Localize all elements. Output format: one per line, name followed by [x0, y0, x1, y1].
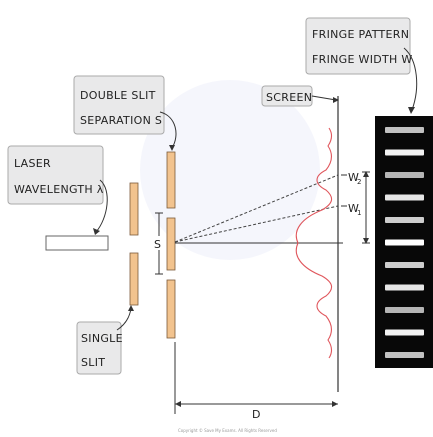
double-slit-callout: DOUBLE SLIT SEPARATION S: [73, 75, 177, 151]
single-slit-label-line1: SINGLE: [81, 332, 123, 345]
laser-label-line1: LASER: [14, 157, 51, 170]
w1-symbol: W: [348, 202, 359, 215]
single-slit-barrier: [129, 182, 139, 306]
bright-fringe: [385, 307, 424, 313]
bright-fringe: [385, 127, 424, 133]
w2-subscript: 2: [357, 178, 361, 186]
fringe-arrow: [403, 47, 418, 111]
watermark-logo: [140, 80, 320, 260]
bright-fringe: [385, 329, 424, 336]
double-slit-arrowhead: [169, 145, 175, 151]
double-slit-bottom-block: [166, 279, 176, 339]
fringe-callout: FRINGE PATTERN FRINGE WIDTH W: [305, 17, 418, 114]
ray-lines: [174, 174, 339, 243]
double-slit-middle-block: [166, 217, 176, 271]
bright-fringe: [385, 194, 424, 201]
w2-marker: W 2: [341, 171, 361, 186]
bright-fringe: [385, 284, 424, 291]
single-slit-lower-block: [129, 252, 139, 306]
bright-fringe: [385, 262, 424, 268]
bright-fringe: [385, 239, 424, 246]
bright-fringe: [385, 352, 424, 358]
distance-marker: D: [174, 342, 338, 421]
double-slit-top-block: [166, 151, 176, 209]
w2-symbol: W: [348, 171, 359, 184]
laser-arrow: [95, 179, 108, 233]
w1-subscript: 1: [357, 209, 361, 217]
laser-source: [45, 235, 109, 251]
bright-fringe: [385, 172, 424, 178]
fringe-label-line1: FRINGE PATTERN: [312, 28, 409, 41]
screen-callout: SCREEN: [261, 85, 339, 107]
ray-to-w2: [174, 174, 339, 243]
double-slit-arrow: [159, 111, 177, 149]
single-slit-arrowhead: [128, 305, 134, 311]
fringe-pattern: [375, 116, 433, 368]
screen-arrowhead: [333, 97, 339, 103]
ray-to-w1: [174, 205, 339, 243]
double-slit-barrier: [166, 151, 176, 339]
laser-callout: LASER WAVELENGTH λ: [7, 145, 108, 235]
slit-separation-marker: S: [152, 212, 166, 275]
double-slit-label-line2: SEPARATION S: [80, 114, 162, 127]
fringe-label-line2: FRINGE WIDTH W: [312, 53, 413, 66]
single-slit-label-line2: SLIT: [81, 356, 105, 369]
intensity-wave: [295, 127, 333, 359]
bright-fringe: [385, 217, 424, 223]
laser-arrowhead: [93, 228, 100, 235]
copyright-text: Copyright © Save My Exams. All Rights Re…: [178, 428, 277, 433]
single-slit-callout: SINGLE SLIT: [76, 305, 134, 375]
screen-label: SCREEN: [266, 91, 312, 104]
screen-arrow: [311, 95, 337, 101]
distance-symbol: D: [252, 408, 261, 421]
fringe-width-bracket: [362, 171, 370, 244]
single-slit-upper-block: [129, 182, 139, 236]
separation-symbol: S: [154, 238, 161, 251]
w1-marker: W 1: [341, 202, 361, 217]
bright-fringe: [385, 149, 424, 156]
fringe-arrowhead: [408, 107, 415, 114]
laser-label-line2: WAVELENGTH λ: [14, 183, 104, 196]
double-slit-label-line1: DOUBLE SLIT: [80, 89, 156, 102]
